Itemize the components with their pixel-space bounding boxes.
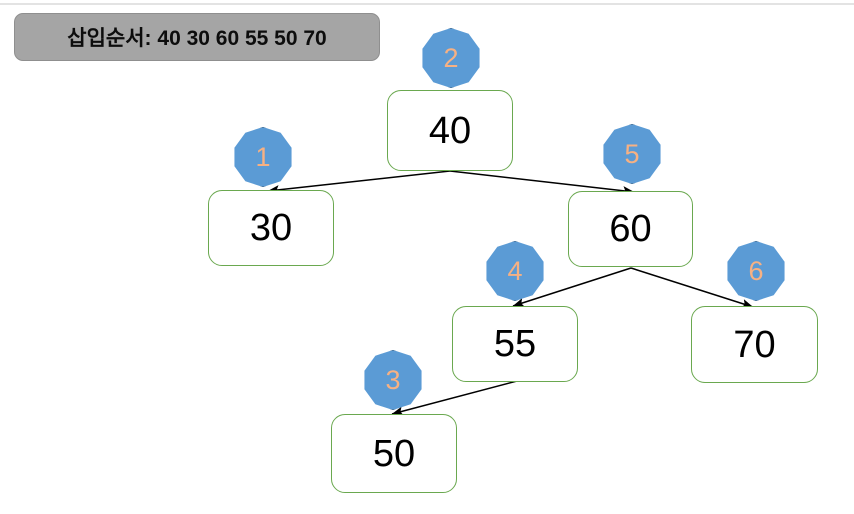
order-badge-5[interactable]: 5 [603,124,661,184]
tree-node-60[interactable]: 60 [568,191,693,267]
tree-node-label: 30 [249,207,293,249]
insertion-order-text: 삽입순서: 40 30 60 55 50 70 [67,27,327,50]
order-badge-4[interactable]: 4 [486,241,544,301]
order-badge-3[interactable]: 3 [364,350,422,410]
order-badge-label: 2 [443,42,459,73]
tree-node-50[interactable]: 50 [331,414,457,493]
tree-node-70[interactable]: 70 [691,306,818,383]
order-badge-label: 4 [507,255,523,286]
tree-node-label: 70 [733,323,776,366]
order-badge-label: 1 [255,141,271,172]
insertion-order-caption: 삽입순서: 40 30 60 55 50 70 [14,13,380,61]
tree-node-30[interactable]: 30 [208,190,334,266]
tree-node-label: 50 [372,432,416,475]
order-badge-label: 6 [748,255,764,286]
tree-node-55[interactable]: 55 [452,306,578,382]
order-badge-label: 5 [624,138,640,169]
tree-node-40[interactable]: 40 [387,90,513,171]
order-badge-2[interactable]: 2 [422,28,480,88]
tree-edge [449,170,635,196]
tree-node-label: 60 [609,208,652,250]
tree-edge [267,170,451,195]
order-badge-1[interactable]: 1 [234,127,292,187]
order-badge-6[interactable]: 6 [727,241,785,301]
order-badge-label: 3 [385,364,401,395]
top-divider-rule [0,3,854,5]
tree-node-label: 40 [428,109,472,152]
tree-node-label: 55 [493,323,537,365]
